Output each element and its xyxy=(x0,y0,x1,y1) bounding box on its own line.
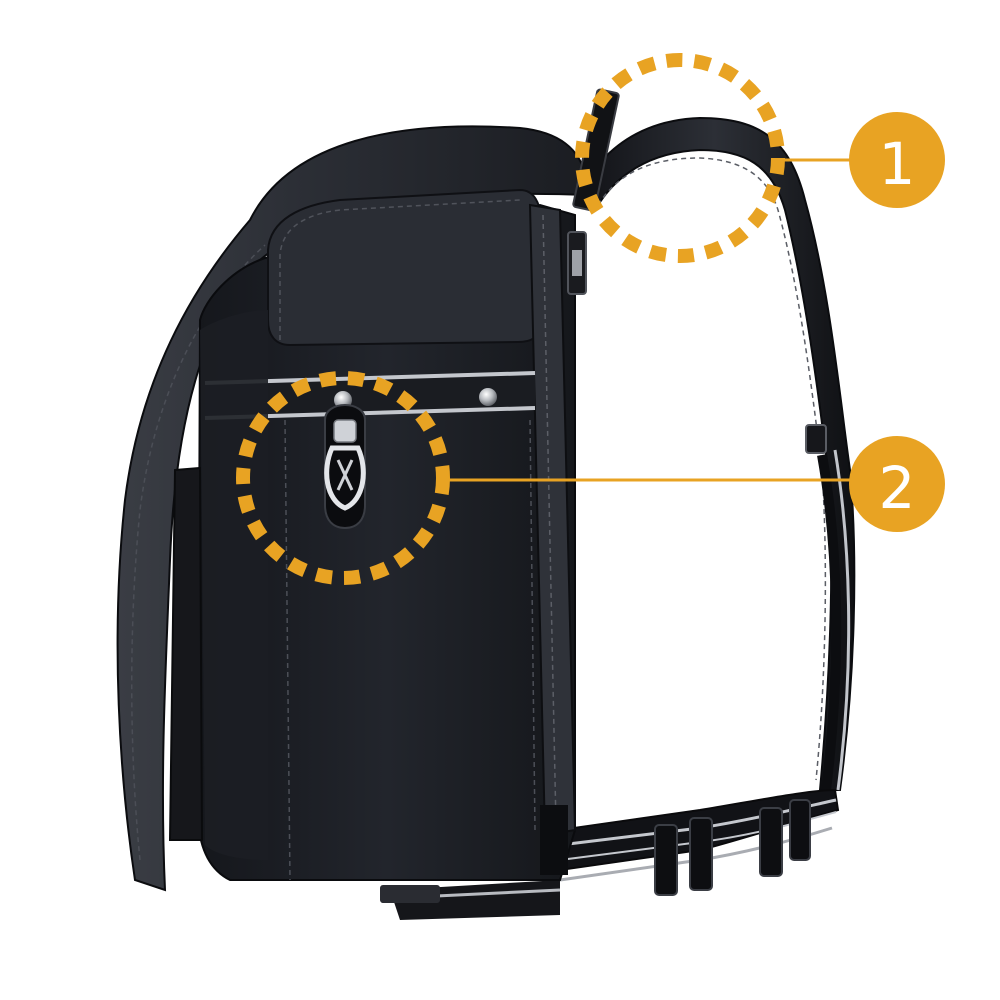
bottom-strap xyxy=(380,788,840,920)
callout-2-badge xyxy=(849,436,945,532)
callout-1-badge xyxy=(849,112,945,208)
side-clasp xyxy=(324,403,366,530)
callout-1-label: 1 xyxy=(879,130,916,198)
callout-2-label: 2 xyxy=(879,454,916,522)
callout-1-highlight-ring xyxy=(575,53,785,263)
callout-1: 1 xyxy=(575,53,945,263)
callout-2: 2 xyxy=(236,371,945,585)
callout-2-highlight-ring xyxy=(236,371,450,585)
